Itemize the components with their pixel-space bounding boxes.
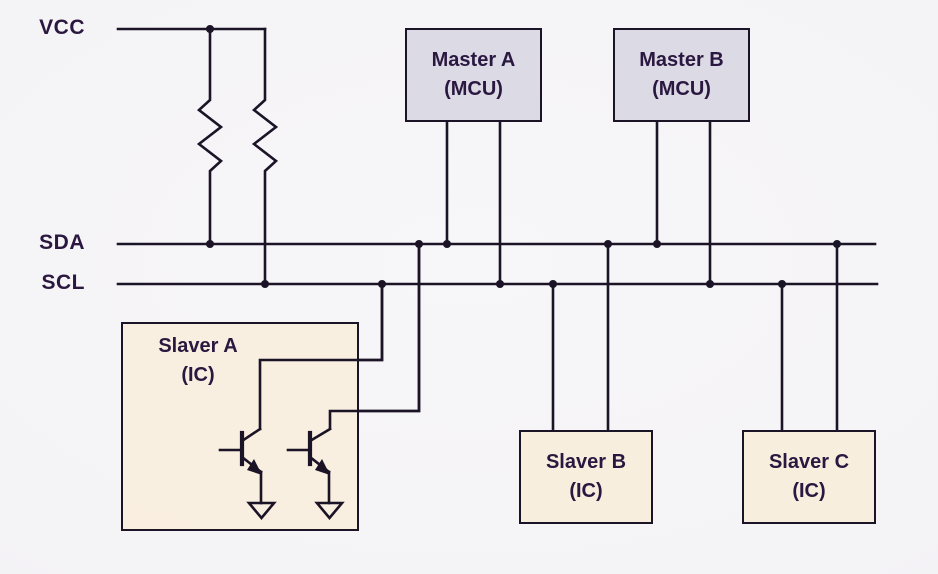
slaver-a-box: Slaver A (IC) [121,322,359,531]
master-b-type: (MCU) [652,78,711,100]
master-b-box: Master B (MCU) [613,28,750,122]
master-b-name: Master B [639,49,724,71]
master-a-type: (MCU) [444,78,503,100]
master-a-box: Master A (MCU) [405,28,542,122]
pullup-resistor-sda-icon [196,27,224,246]
slaver-b-name: Slaver B [545,451,627,473]
slaver-c-box: Slaver C (IC) [742,430,876,524]
slaver-c-type: (IC) [792,480,826,502]
scl-label: SCL [41,271,85,294]
slaver-b-type: (IC) [569,480,603,502]
master-a-name: Master A [431,49,516,71]
vcc-label: VCC [39,16,85,39]
pullup-resistor-scl-icon [251,27,279,286]
sda-label: SDA [39,231,85,254]
slaver-c-name: Slaver C [768,451,850,473]
slaver-a-name: Slaver A [158,335,238,357]
slaver-b-box: Slaver B (IC) [519,430,653,524]
slaver-a-type: (IC) [181,364,215,386]
